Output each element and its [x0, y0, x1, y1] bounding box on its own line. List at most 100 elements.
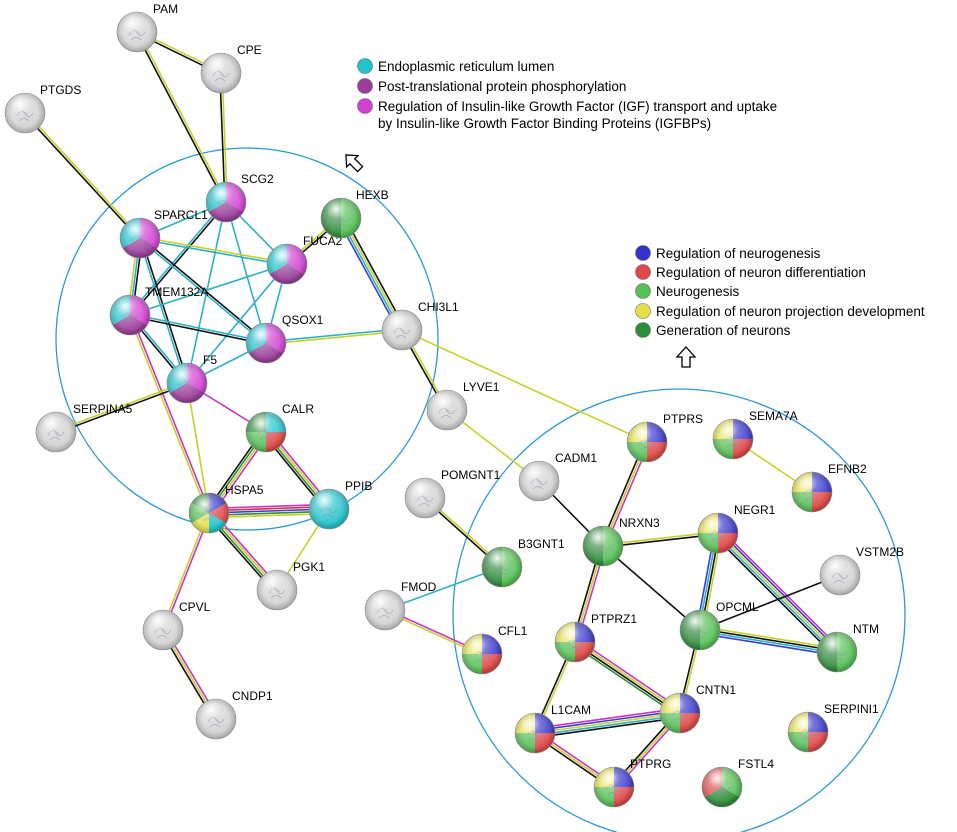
node-efnb2[interactable]: EFNB2: [791, 462, 867, 513]
node-pomgnt1[interactable]: POMGNT1: [404, 468, 501, 519]
node-cpe[interactable]: CPE: [200, 43, 262, 94]
edge-line: [186, 263, 288, 384]
node-label: SEMA7A: [749, 409, 798, 423]
node-hspa5[interactable]: HSPA5: [188, 483, 264, 534]
node-lyve1[interactable]: LYVE1: [426, 380, 500, 431]
node-label: CHI3L1: [418, 300, 459, 314]
edge-fuca2-f5: [186, 263, 288, 384]
node-fstl4[interactable]: FSTL4: [701, 757, 774, 808]
node-serpina5[interactable]: SERPINA5: [35, 402, 133, 453]
node-cadm1[interactable]: CADM1: [518, 451, 597, 502]
node-gloss: [518, 460, 560, 502]
legend-item: Neurogenesis: [635, 283, 740, 299]
node-ptprs[interactable]: PTPRS: [626, 412, 703, 463]
edge-scg2-tmem132a: [128, 200, 228, 317]
node-label: EFNB2: [828, 462, 867, 476]
node-label: PTPRZ1: [591, 612, 637, 626]
node-label: F5: [203, 353, 217, 367]
node-label: B3GNT1: [518, 537, 565, 551]
edge-sparcl1-fuca2: [139, 236, 288, 266]
edge-line: [699, 574, 841, 631]
edge-line: [25, 111, 142, 238]
node-cndp1[interactable]: CNDP1: [195, 689, 273, 740]
edge-l1cam-cntn1: [534, 707, 681, 739]
node-pam[interactable]: PAM: [116, 2, 178, 53]
node-label: PTPRS: [663, 412, 703, 426]
edge-line: [138, 238, 187, 384]
node-gloss: [245, 411, 287, 453]
node-opcml[interactable]: OPCML: [679, 600, 759, 651]
edge-line: [534, 707, 680, 730]
node-cntn1[interactable]: CNTN1: [659, 683, 736, 734]
node-ptgds[interactable]: PTGDS: [4, 83, 81, 134]
edge-line: [130, 313, 267, 343]
node-gloss: [791, 471, 833, 513]
node-qsox1[interactable]: QSOX1: [245, 313, 324, 364]
node-sparcl1[interactable]: SPARCL1: [119, 208, 208, 259]
node-l1cam[interactable]: L1CAM: [514, 703, 591, 754]
node-gloss: [787, 711, 829, 753]
node-chi3l1[interactable]: CHI3L1: [381, 300, 459, 351]
edge-line: [339, 218, 402, 331]
node-pgk1[interactable]: PGK1: [256, 560, 325, 611]
node-gloss: [481, 546, 523, 588]
edge-line: [714, 535, 835, 656]
node-tmem132a[interactable]: TMEM132A: [109, 285, 208, 336]
node-gloss: [320, 197, 362, 239]
node-gloss: [626, 421, 668, 463]
node-label: TMEM132A: [145, 285, 208, 299]
node-gloss: [679, 609, 721, 651]
legend-item: Regulation of Insulin-like Growth Factor…: [357, 98, 777, 131]
node-label: HSPA5: [225, 483, 264, 497]
node-gloss: [266, 243, 308, 285]
node-gloss: [4, 92, 46, 134]
node-ptprg[interactable]: PTPRG: [593, 757, 671, 808]
edge-line: [225, 201, 267, 344]
node-label: CNDP1: [232, 689, 273, 703]
node-label: VSTM2B: [856, 545, 904, 559]
node-label: SPARCL1: [154, 208, 208, 222]
node-gloss: [514, 712, 556, 754]
node-cfl1[interactable]: CFL1: [461, 624, 528, 675]
node-label: SERPINI1: [824, 702, 879, 716]
node-label: NEGR1: [734, 503, 776, 517]
node-ptprz1[interactable]: PTPRZ1: [554, 612, 637, 663]
edge-chi3l1-ptprs: [401, 329, 648, 443]
node-nrxn3[interactable]: NRXN3: [582, 516, 660, 567]
edge-negr1-ntm: [714, 529, 841, 656]
node-calr[interactable]: CALR: [245, 402, 314, 453]
edge-line: [163, 513, 211, 631]
edge-line: [576, 638, 683, 711]
node-b3gnt1[interactable]: B3GNT1: [481, 537, 565, 588]
edge-line: [719, 530, 840, 651]
node-label: PPIB: [345, 479, 372, 493]
node-vstm2b[interactable]: VSTM2B: [819, 545, 904, 596]
node-hexb[interactable]: HEXB: [320, 188, 389, 239]
edge-line: [130, 314, 211, 513]
node-negr1[interactable]: NEGR1: [697, 503, 776, 554]
node-fmod[interactable]: FMOD: [364, 580, 437, 631]
legend-swatch: [635, 245, 651, 261]
node-cpvl[interactable]: CPVL: [142, 600, 211, 651]
edge-serpina5-f5: [55, 381, 188, 434]
edge-line: [572, 644, 679, 717]
node-ntm[interactable]: NTM: [816, 622, 879, 673]
node-sema7a[interactable]: SEMA7A: [712, 409, 798, 460]
edge-sparcl1-f5: [138, 237, 189, 384]
node-scg2[interactable]: SCG2: [205, 172, 274, 223]
node-serpini1[interactable]: SERPINI1: [787, 702, 879, 753]
node-fuca2[interactable]: FUCA2: [266, 234, 343, 285]
edge-line: [573, 642, 680, 715]
node-f5[interactable]: F5: [166, 353, 217, 404]
edge-line: [575, 640, 682, 713]
node-ppib[interactable]: PPIB: [308, 479, 372, 530]
edge-scg2-qsox1: [225, 201, 267, 344]
edge-line: [266, 330, 403, 345]
node-label: FUCA2: [303, 234, 343, 248]
legend-label: Endoplasmic reticulum lumen: [378, 59, 554, 74]
node-label: CADM1: [555, 451, 597, 465]
node-gloss: [816, 631, 858, 673]
edge-line: [129, 315, 266, 345]
node-gloss: [712, 418, 754, 460]
